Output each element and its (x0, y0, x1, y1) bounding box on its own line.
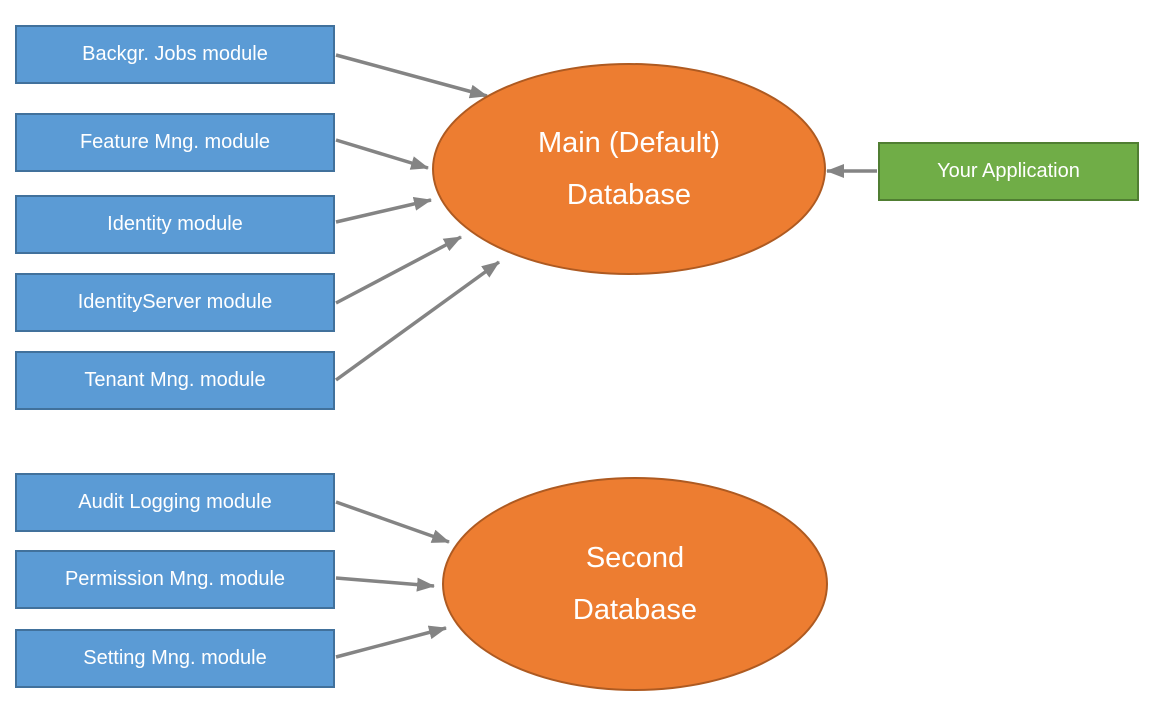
arrow-feature-mng-to-main-db (335, 138, 429, 170)
module-label: Setting Mng. module (83, 647, 267, 669)
database-label-line: Second (585, 542, 685, 574)
arrow-identity-to-main-db (335, 197, 432, 224)
module-box-permission-mng: Permission Mng. module (15, 550, 335, 609)
module-label: Feature Mng. module (79, 131, 271, 153)
module-box-identity: Identity module (15, 195, 335, 254)
your-application-box: Your Application (878, 142, 1139, 201)
arrow-identityserver-to-main-db (335, 235, 462, 305)
arrow-tenant-mng-to-main-db (334, 260, 501, 382)
database-label-line: Database (572, 594, 698, 626)
module-label: Tenant Mng. module (84, 369, 266, 391)
main-database-ellipse: Main (Default) Database (432, 63, 826, 275)
arrow-permission-mng-to-second-db (335, 576, 435, 592)
module-box-tenant-mng: Tenant Mng. module (15, 351, 335, 410)
module-label: Identity module (107, 213, 243, 235)
second-database-ellipse: Second Database (442, 477, 828, 691)
module-label: Permission Mng. module (64, 568, 286, 590)
database-label-line: Main (Default) (537, 127, 721, 159)
arrow-setting-mng-to-second-db (335, 625, 447, 659)
module-box-audit-logging: Audit Logging module (15, 473, 335, 532)
application-label: Your Application (937, 160, 1080, 182)
module-box-feature-mng: Feature Mng. module (15, 113, 335, 172)
module-box-backgr-jobs: Backgr. Jobs module (15, 25, 335, 84)
module-box-setting-mng: Setting Mng. module (15, 629, 335, 688)
module-box-identityserver: IdentityServer module (15, 273, 335, 332)
arrow-audit-logging-to-second-db (335, 500, 450, 544)
arrow-backgr-jobs-to-main-db (335, 53, 488, 99)
database-label-line: Database (566, 179, 692, 211)
module-label: IdentityServer module (77, 291, 273, 313)
module-label: Audit Logging module (78, 491, 272, 513)
module-label: Backgr. Jobs module (82, 43, 268, 65)
